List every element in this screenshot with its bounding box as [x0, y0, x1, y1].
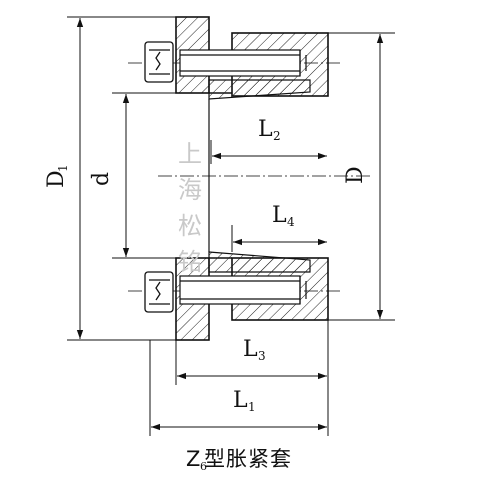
- svg-text:L: L: [243, 337, 258, 362]
- bolt-head-lower: [144, 271, 174, 313]
- svg-text:4: 4: [287, 215, 295, 229]
- svg-text:海: 海: [178, 176, 202, 204]
- dimension-label-L4: L 4: [272, 203, 295, 229]
- dimension-label-D: D: [343, 166, 368, 184]
- svg-text:D: D: [44, 170, 69, 188]
- svg-text:d: d: [89, 172, 114, 186]
- svg-text:L: L: [233, 388, 248, 413]
- extension-lines: [67, 16, 395, 436]
- bolt-head-upper: [144, 41, 174, 83]
- dimension-label-L1: L 1: [233, 388, 256, 414]
- svg-text:1: 1: [248, 400, 256, 414]
- svg-text:上: 上: [178, 140, 202, 168]
- figure-caption: Z 6 型胀紧套: [186, 447, 292, 473]
- dimension-label-D1: D 1: [44, 164, 70, 188]
- svg-text:1: 1: [56, 164, 70, 172]
- svg-text:铭: 铭: [178, 248, 202, 276]
- dimension-label-L3: L 3: [243, 337, 266, 363]
- svg-text:D: D: [343, 166, 368, 184]
- dimension-label-L2: L 2: [258, 117, 281, 143]
- bolt-holes: [179, 49, 307, 305]
- dimension-label-d: d: [89, 172, 114, 186]
- svg-text:2: 2: [273, 129, 281, 143]
- svg-text:6: 6: [200, 460, 207, 473]
- svg-text:3: 3: [258, 349, 266, 363]
- svg-text:松: 松: [178, 212, 202, 240]
- svg-text:Z: Z: [186, 447, 201, 471]
- svg-text:L: L: [258, 117, 273, 142]
- svg-text:L: L: [272, 203, 287, 228]
- watermark: 上 海 松 铭: [178, 140, 202, 276]
- dimension-lines: [76, 18, 384, 431]
- inner-cone: [208, 79, 311, 273]
- svg-text:型胀紧套: 型胀紧套: [204, 447, 292, 471]
